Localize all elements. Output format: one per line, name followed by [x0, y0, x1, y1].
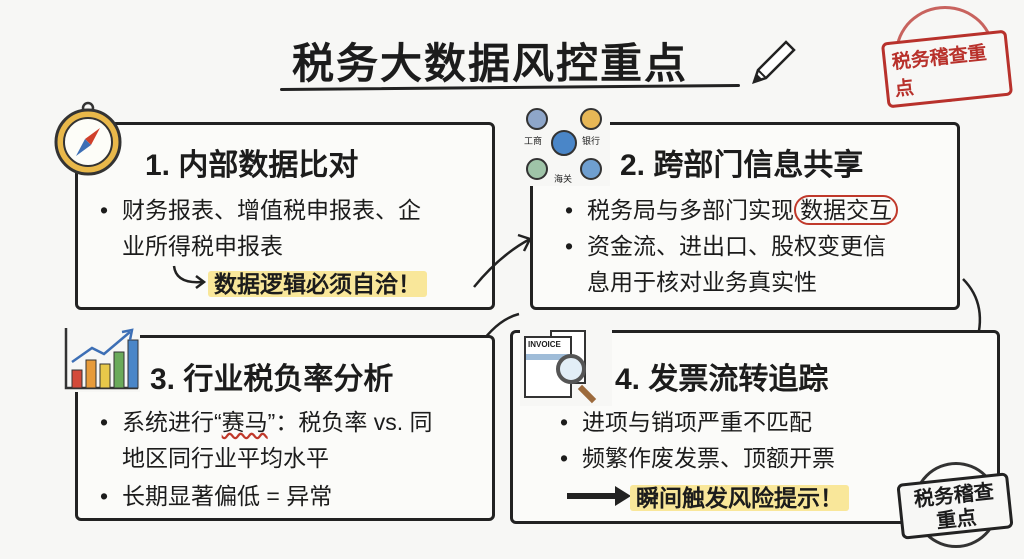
section-1-header: 1. 内部数据比对 [145, 149, 359, 182]
section-2-bullet-2: •资金流、进出口、股权变更信息用于核对业务真实性 [565, 233, 886, 295]
section-2-bullet-1: •税务局与多部门实现数据交互 [565, 192, 898, 228]
section-2-header: 2. 跨部门信息共享 [620, 149, 864, 182]
section-industry-tax-rate [75, 335, 495, 521]
compass-icon [54, 101, 122, 176]
invoice-magnifier-icon: INVOICE [520, 326, 612, 406]
section-4-header: 4. 发票流转追踪 [615, 363, 829, 396]
stamp-top: 税务稽查重点 [880, 6, 1014, 109]
curved-arrow-icon [172, 265, 207, 289]
section-4-bullet-2: •频繁作废发票、顶额开票 [560, 445, 835, 471]
network-icon: 工商 银行 海关 [518, 100, 610, 186]
bar-chart-icon [64, 326, 140, 392]
section-4-highlight: 瞬间触发风险提示！ [630, 480, 849, 516]
pencil-icon [752, 40, 796, 84]
stamp-bottom: 税务稽查重点 [895, 462, 1020, 554]
section-3-bullet-1: •系统进行“赛马”：税负率 vs. 同地区同行业平均水平 [100, 409, 433, 471]
section-3-bullet-2: •长期显著偏低 = 异常 [100, 483, 333, 509]
section-1-bullet-1: •财务报表、增值税申报表、企业所得税申报表 [100, 197, 421, 259]
page-title: 税务大数据风控重点 [292, 40, 689, 87]
arrow-1-to-2 [473, 233, 532, 288]
arrow-right-icon [567, 486, 631, 506]
section-4-bullet-1: •进项与销项严重不匹配 [560, 409, 812, 435]
section-3-header: 3. 行业税负率分析 [150, 363, 394, 396]
section-1-highlight: 数据逻辑必须自洽！ [208, 266, 427, 302]
